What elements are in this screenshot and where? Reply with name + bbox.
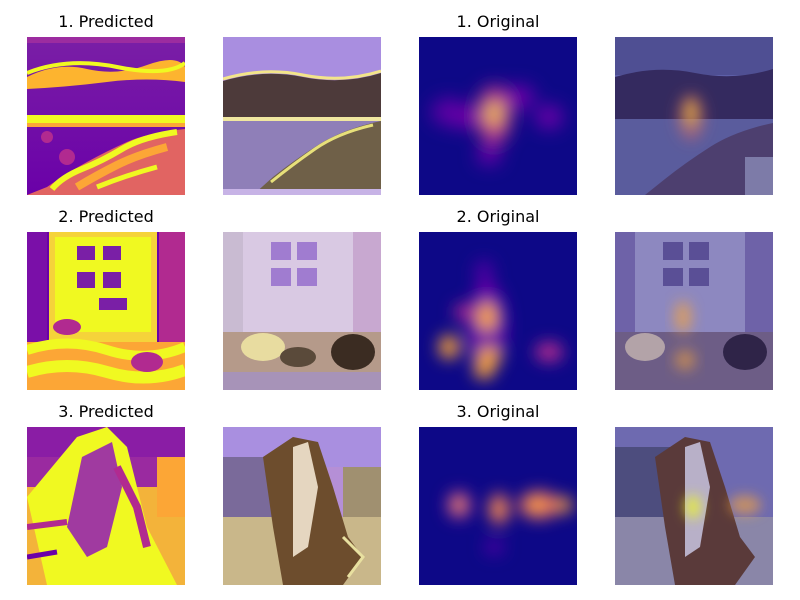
row-3-predicted-heatmap <box>27 427 185 585</box>
row-1-original-title: 1. Original <box>456 12 540 31</box>
row-1-predicted-title: 1. Predicted <box>58 12 154 31</box>
row-3-predicted-overlay <box>223 427 381 585</box>
row-3-original-overlay <box>615 427 773 585</box>
row-1-original-heatmap <box>419 37 577 195</box>
row-1-original-overlay <box>615 37 773 195</box>
row-3-original-title: 3. Original <box>456 402 540 421</box>
row-2-predicted-title: 2. Predicted <box>58 207 154 226</box>
row-1-predicted-heatmap <box>27 37 185 195</box>
row-2-predicted-overlay <box>223 232 381 390</box>
row-1-predicted-overlay <box>223 37 381 195</box>
row-2-original-heatmap <box>419 232 577 390</box>
row-2-original-title: 2. Original <box>456 207 540 226</box>
row-3-predicted-title: 3. Predicted <box>58 402 154 421</box>
row-2-original-overlay <box>615 232 773 390</box>
row-3-original-heatmap <box>419 427 577 585</box>
row-2-predicted-heatmap <box>27 232 185 390</box>
